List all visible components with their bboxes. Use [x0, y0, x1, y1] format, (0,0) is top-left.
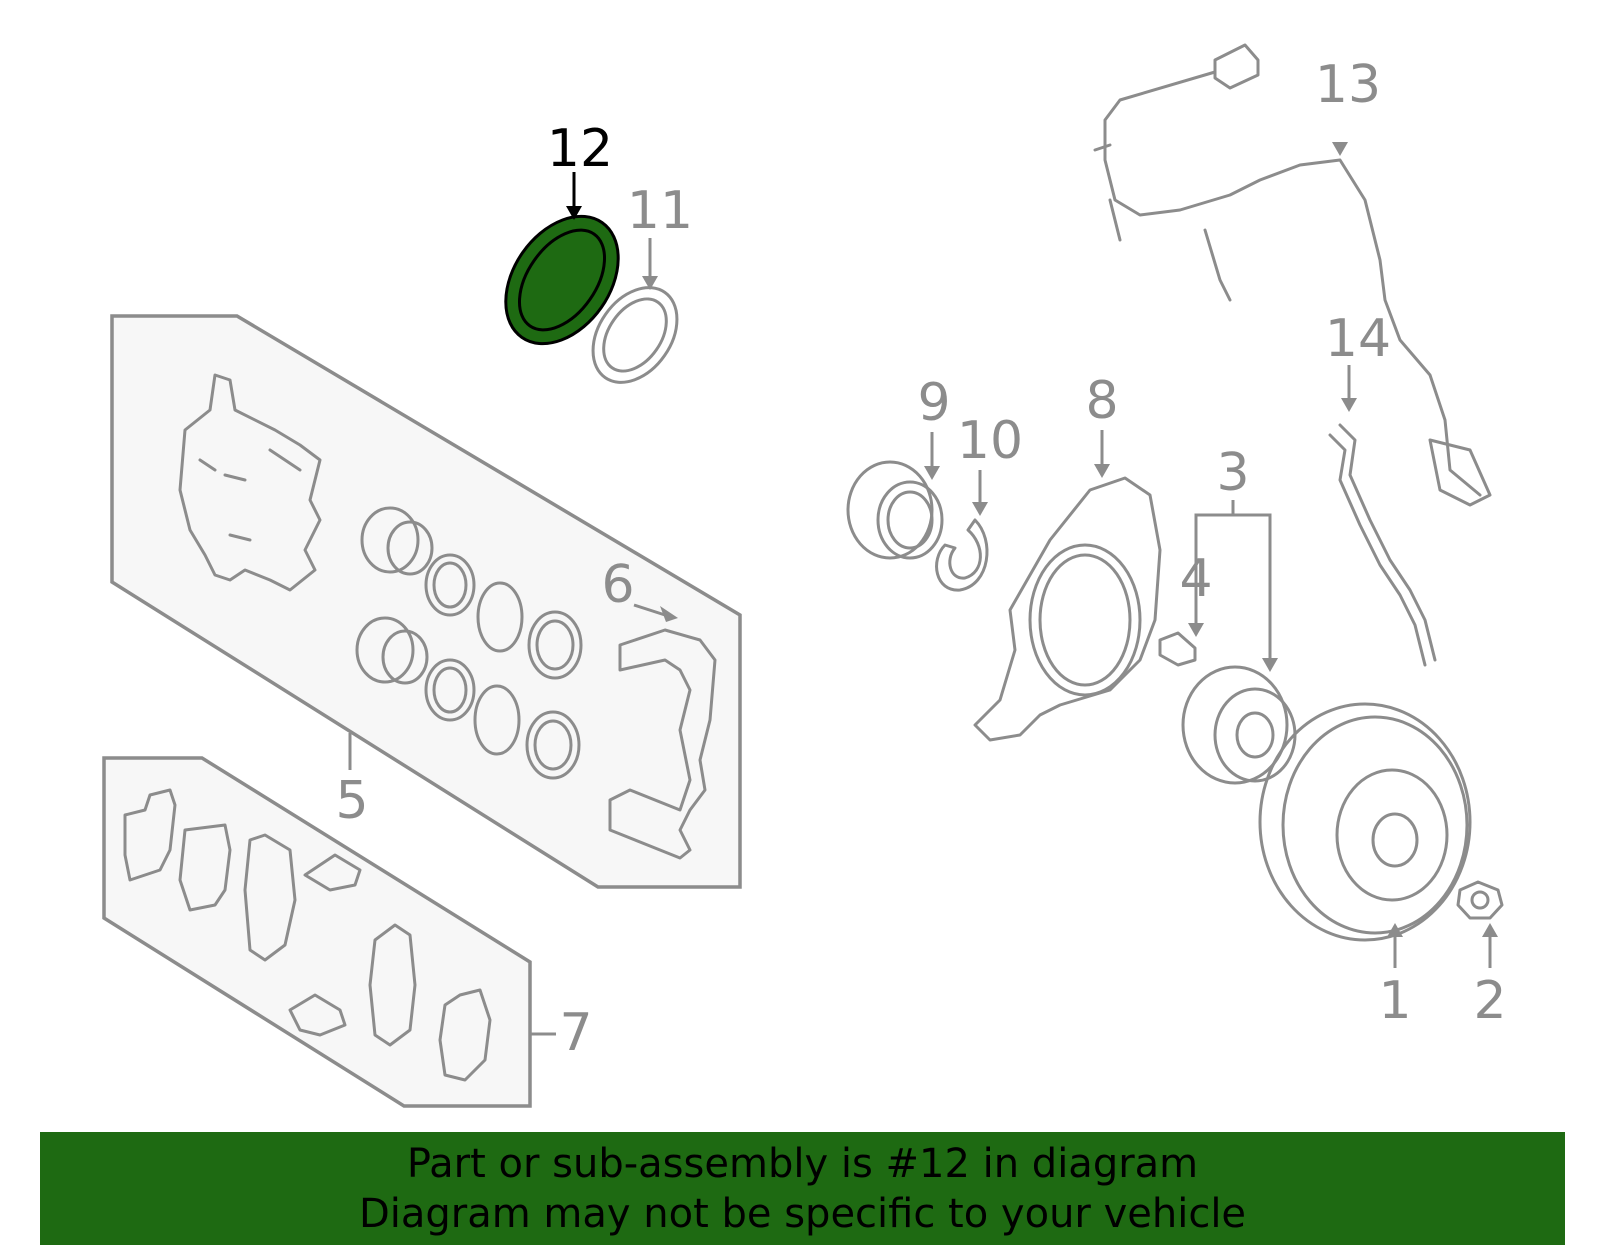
callout-5: 5 [335, 771, 368, 831]
tone-ring-part-12 [504, 214, 620, 346]
callout-3: 3 [1216, 443, 1249, 503]
callout-7: 7 [559, 1003, 592, 1063]
brake-hose-part-14 [1328, 423, 1437, 667]
callout-8: 8 [1085, 371, 1118, 431]
callout-2: 2 [1473, 971, 1506, 1031]
banner-line-1: Part or sub-assembly is #12 in diagram [406, 1140, 1199, 1187]
pad-kit-panel [102, 756, 532, 1108]
caliper-kit-panel [110, 314, 742, 889]
abs-sensor-part-13 [1093, 43, 1492, 507]
nut-part-2 [1456, 880, 1504, 920]
hub-part-3 [1181, 665, 1297, 785]
info-banner: Part or sub-assembly is #12 in diagram D… [40, 1132, 1565, 1245]
stud-part-4 [1158, 631, 1197, 667]
callout-6: 6 [601, 555, 634, 615]
callout-4: 4 [1179, 549, 1212, 609]
callout-1: 1 [1378, 971, 1411, 1031]
rotor-part-1 [1258, 702, 1472, 942]
snap-ring-part-10 [935, 518, 989, 592]
dust-shield-part-8 [973, 476, 1162, 742]
seal-part-11 [591, 286, 679, 384]
bearing-part-9 [846, 460, 944, 560]
callout-9: 9 [917, 373, 950, 433]
callout-11: 11 [627, 181, 693, 241]
callout-14: 14 [1325, 309, 1391, 369]
leader-lines [348, 142, 1498, 1036]
callout-labels: 1 2 3 4 5 6 7 8 9 10 11 12 13 14 [335, 55, 1506, 1063]
callout-13: 13 [1315, 55, 1381, 115]
callout-10: 10 [957, 411, 1023, 471]
callout-12: 12 [547, 119, 613, 179]
banner-line-2: Diagram may not be specific to your vehi… [358, 1190, 1247, 1237]
